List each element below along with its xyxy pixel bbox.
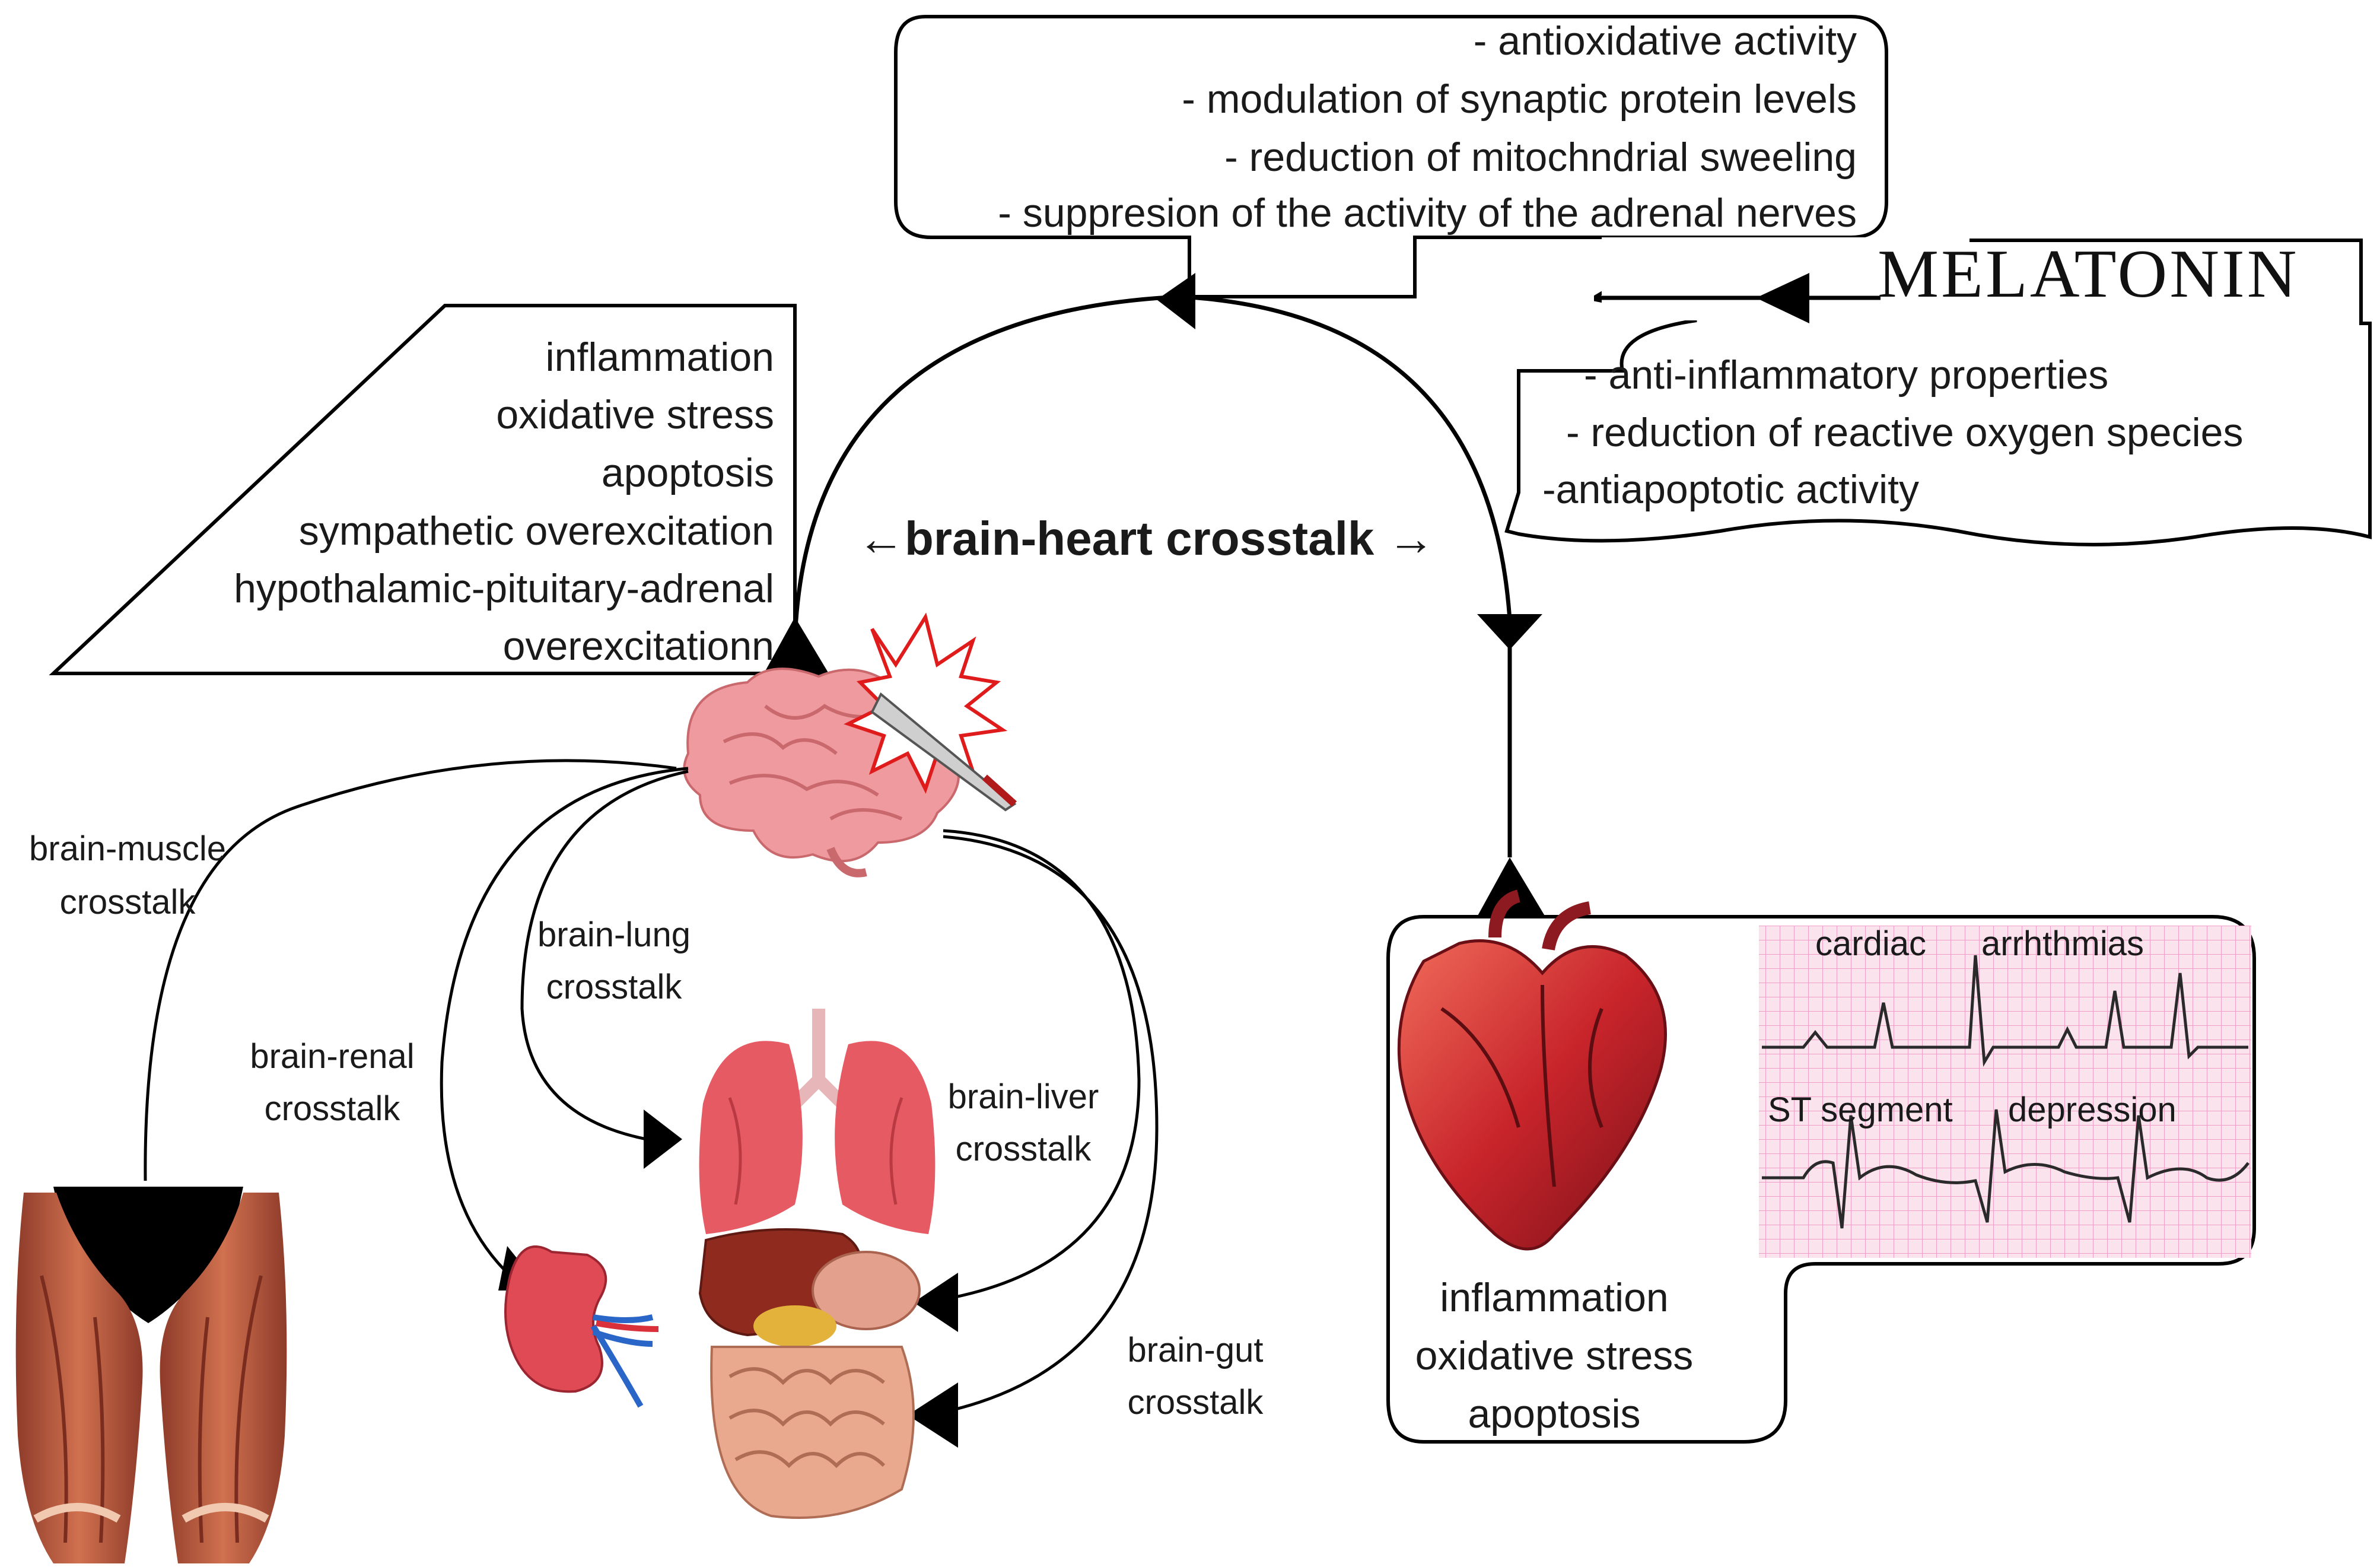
gut-label-1: brain-gut: [1128, 1331, 1264, 1369]
muscle-label-1: brain-muscle: [29, 829, 226, 868]
top-item-3: - reduction of mitochndrial sweeling: [1224, 135, 1857, 180]
crosstalk-labels: brain-muscle crosstalk brain-lung crosst…: [29, 829, 1264, 1422]
top-item-4: - suppresion of the activity of the adre…: [998, 190, 1857, 236]
liver-label-1: brain-liver: [948, 1077, 1099, 1116]
heart-item-2: oxidative stress: [1415, 1333, 1694, 1378]
arc-arrow-heart-up: [1477, 857, 1545, 917]
melatonin-arrow-head: [1756, 273, 1809, 323]
heart-item-3: apoptosis: [1468, 1391, 1640, 1436]
left-item-2: oxidative stress: [496, 392, 774, 437]
kidney-illustration: [504, 1245, 659, 1408]
left-item-6: overexcitationn: [503, 624, 774, 669]
ecg-label-st-segment: ST segment: [1768, 1091, 1953, 1129]
gut-label-2: crosstalk: [1128, 1383, 1264, 1422]
bat-icon: [870, 692, 1017, 812]
liver-arrow-head: [914, 1273, 958, 1332]
melatonin-label: MELATONIN: [1878, 236, 2299, 312]
ecg-label-depression: depression: [2008, 1091, 2177, 1129]
lungs-illustration: [699, 1009, 936, 1234]
brain-illustration: [683, 612, 1017, 878]
top-item-1: - antioxidative activity: [1474, 18, 1857, 63]
melatonin-item-1: - anti-inflammatory properties: [1584, 352, 2108, 398]
left-item-4: sympathetic overexcitation: [299, 508, 774, 554]
heart-item-1: inflammation: [1440, 1275, 1669, 1320]
brain-heart-label: ←brain-heart crosstalk →: [857, 512, 1435, 565]
top-item-2: - modulation of synaptic protein levels: [1182, 77, 1857, 122]
left-item-3: apoptosis: [602, 450, 774, 495]
renal-label-1: brain-renal: [250, 1037, 414, 1076]
arc-arrow-top: [1157, 273, 1195, 329]
ecg-strip: [1759, 926, 2251, 1258]
heart-box: cardiac arrhthmias ST segment depression…: [1386, 889, 2256, 1444]
melatonin-item-2: - reduction of reactive oxygen species: [1566, 410, 2244, 455]
gut-arrow-head: [908, 1382, 958, 1448]
ecg-label-arrhythmias: arrhthmias: [1981, 924, 2144, 963]
renal-label-2: crosstalk: [265, 1089, 401, 1128]
lung-arrow-head: [644, 1110, 682, 1169]
muscle-illustration: [15, 1187, 287, 1563]
lung-label-1: brain-lung: [537, 916, 691, 954]
ecg-label-cardiac: cardiac: [1815, 924, 1926, 963]
liver-label-2: crosstalk: [956, 1130, 1092, 1168]
brain-effects-box: inflammation oxidative stress apoptosis …: [49, 304, 797, 675]
left-item-5: hypothalamic-pituitary-adrenal: [234, 566, 774, 611]
brain-heart-arc: ←brain-heart crosstalk →: [762, 273, 1545, 917]
muscle-label-2: crosstalk: [60, 883, 196, 921]
arc-arrow-brain: [762, 617, 831, 676]
top-mechanisms-box: - antioxidative activity - modulation of…: [894, 15, 1888, 298]
digestive-organs-illustration: [698, 1228, 921, 1519]
melatonin-banner: MELATONIN - anti-inflammatory properties…: [1504, 236, 2372, 546]
heart-illustration: [1397, 889, 1667, 1251]
melatonin-item-3: -antiapoptotic activity: [1542, 467, 1919, 512]
left-item-1: inflammation: [546, 335, 775, 380]
lung-label-2: crosstalk: [546, 968, 683, 1006]
